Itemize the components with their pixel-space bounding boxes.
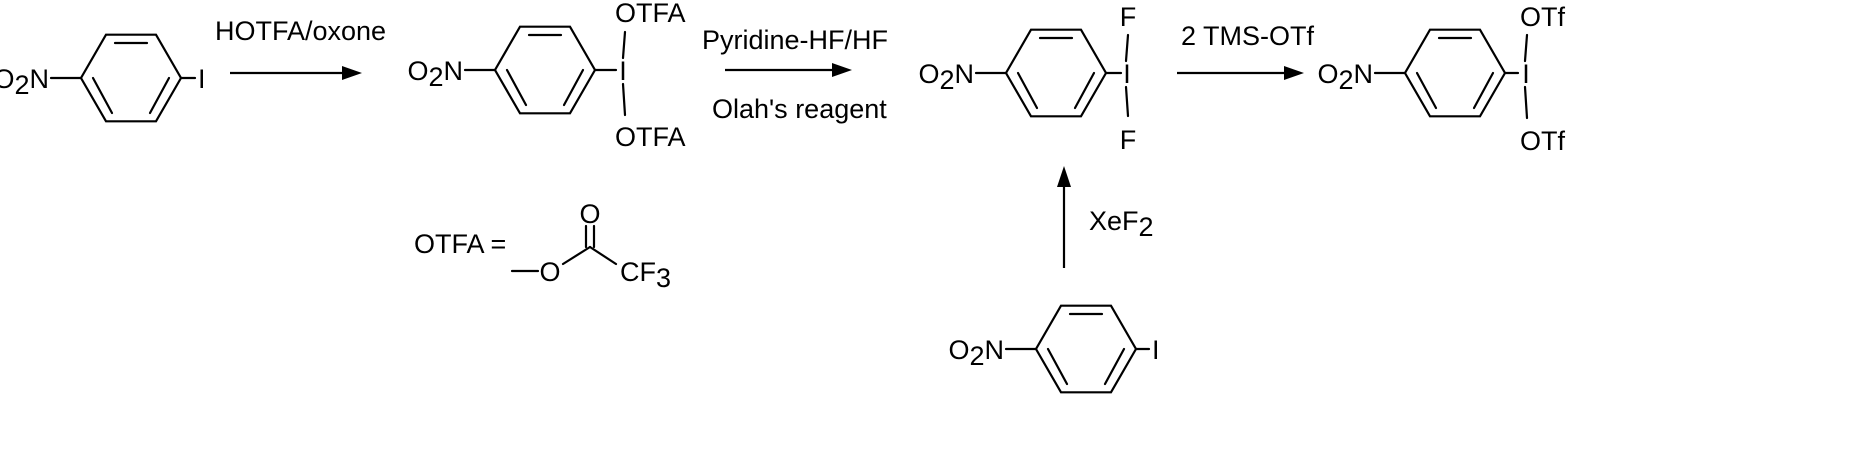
iodine-label: I <box>1522 59 1530 89</box>
fluorine-bottom-label: F <box>1120 125 1137 155</box>
carbonyl-oxygen-label: O <box>579 199 600 229</box>
step1-reagent-label: HOTFA/oxone <box>215 16 386 46</box>
step3-reagent-label: 2 TMS-OTf <box>1181 21 1315 51</box>
bond-o-carbonyl <box>561 245 592 266</box>
iodine-label: I <box>1152 335 1160 365</box>
otfa-definition-label: OTFA = <box>414 229 506 259</box>
nitro-group-label: O2N <box>918 59 974 95</box>
nitro-group-label: O2N <box>407 56 463 92</box>
ester-oxygen-label: O <box>539 257 560 287</box>
compound-iodo-difluoride: O2N I F F <box>918 2 1136 155</box>
benzene-ring <box>1403 28 1507 118</box>
step4-reagent-label: XeF2 <box>1089 206 1154 242</box>
benzene-ring <box>79 33 183 123</box>
bond-i-otf-bottom <box>1523 85 1529 120</box>
iodine-label: I <box>619 56 627 86</box>
benzene-ring <box>1034 304 1138 394</box>
benzene-ring <box>493 25 597 115</box>
step2-reagent-bottom-label: Olah's reagent <box>712 94 887 124</box>
bond-i-otfa-top <box>621 30 627 60</box>
bond-i-f-bottom <box>1124 85 1130 118</box>
otf-top-label: OTf <box>1520 2 1565 32</box>
fluorine-top-label: F <box>1120 2 1137 32</box>
cf3-group-label: CF3 <box>620 257 671 293</box>
otfa-bottom-label: OTFA <box>615 122 686 152</box>
otf-bottom-label: OTf <box>1520 126 1565 156</box>
benzene-ring <box>1004 28 1108 118</box>
otfa-top-label: OTFA <box>615 0 686 28</box>
bond-i-otf-top <box>1523 33 1529 63</box>
compound-4-nitroiodobenzene: O2N I <box>0 33 206 123</box>
step2-reagent-top-label: Pyridine-HF/HF <box>702 25 888 55</box>
reaction-arrow-3 <box>1177 66 1304 80</box>
nitro-group-label: O2N <box>948 335 1004 371</box>
reaction-arrow-4 <box>1057 166 1071 268</box>
bond-i-otfa-bottom <box>621 82 627 117</box>
iodine-label: I <box>198 64 206 94</box>
iodine-label: I <box>1123 59 1131 89</box>
nitro-group-label: O2N <box>1317 59 1373 95</box>
reaction-arrow-1 <box>230 66 362 80</box>
bond-i-f-top <box>1124 33 1130 63</box>
reaction-arrow-2 <box>725 63 852 77</box>
compound-4-nitroiodobenzene-bottom: O2N I <box>948 304 1160 394</box>
otfa-definition: OTFA = O O CF3 <box>414 199 671 293</box>
bond-carbonyl-cf3 <box>588 245 618 266</box>
compound-iodo-bis-otf: O2N I OTf OTf <box>1317 2 1565 156</box>
nitro-group-label: O2N <box>0 64 49 100</box>
compound-iodo-bis-otfa: O2N I OTFA OTFA <box>407 0 685 152</box>
